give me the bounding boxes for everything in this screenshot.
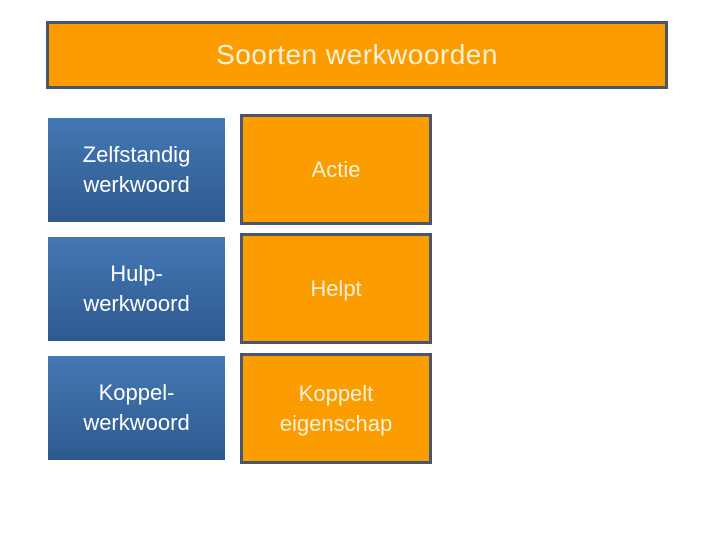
term-box-hulpwerkwoord: Hulp- werkwoord <box>48 237 225 341</box>
title-banner: Soorten werkwoorden <box>46 21 668 89</box>
term-box-koppelwerkwoord: Koppel- werkwoord <box>48 356 225 460</box>
definition-label: Koppelt eigenschap <box>279 380 393 436</box>
page-title: Soorten werkwoorden <box>216 39 498 70</box>
term-label: Hulp- werkwoord <box>83 261 190 316</box>
definition-box-koppelt-eigenschap: Koppelt eigenschap <box>240 353 432 464</box>
definition-label: Helpt <box>310 275 362 301</box>
definition-box-actie: Actie <box>240 114 432 225</box>
definition-box-helpt: Helpt <box>240 233 432 344</box>
term-label: Zelfstandig werkwoord <box>82 142 191 197</box>
term-label: Koppel- werkwoord <box>83 380 190 435</box>
definition-label: Actie <box>311 156 361 182</box>
term-box-zelfstandig-werkwoord: Zelfstandig werkwoord <box>48 118 225 222</box>
